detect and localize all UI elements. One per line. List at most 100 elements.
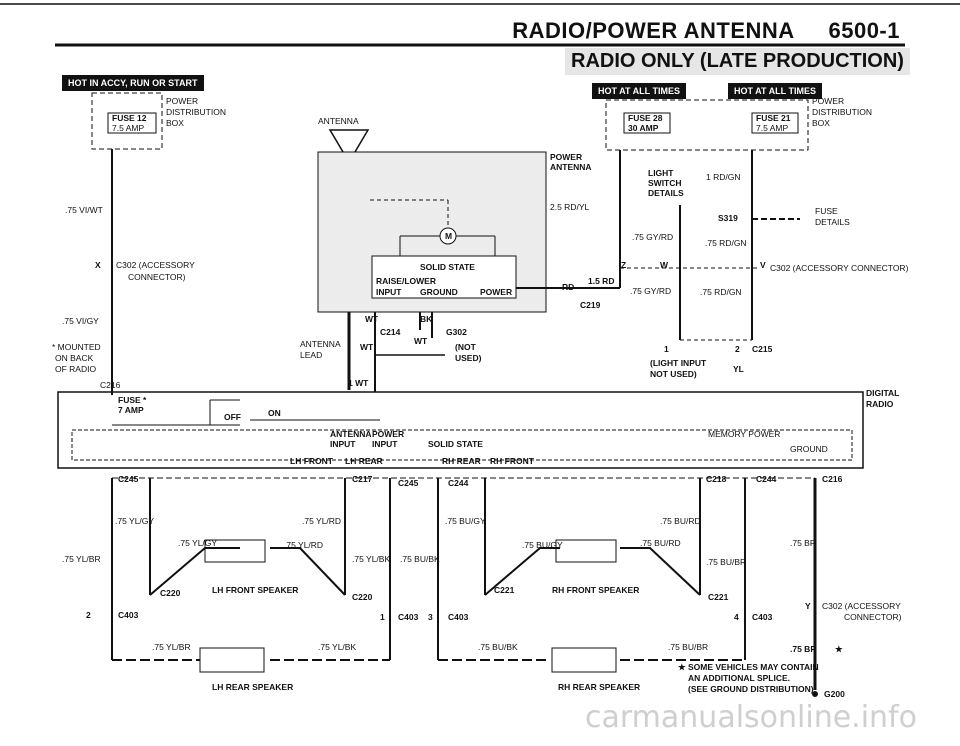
c302-label-b: C302 (ACCESSORY CONNECTOR) (770, 263, 909, 273)
fuse-21-symbol (751, 112, 799, 134)
c219-label: C219 (580, 300, 601, 310)
bk-label: BK (420, 314, 433, 324)
ground-label: GROUND (420, 287, 458, 297)
bubr-label: .75 BU/BR (706, 557, 746, 567)
motor-m: M (445, 231, 452, 241)
bugy-label: .75 BU/GY (445, 516, 486, 526)
page-header: RADIO/POWER ANTENNA 6500-1 (484, 18, 900, 44)
rhrear-label: RH REAR (442, 456, 481, 466)
ylbr-label-2: .75 YL/BR (152, 642, 191, 652)
fuse-28-symbol (623, 112, 671, 134)
antenna-lead-label-2: LEAD (300, 350, 322, 360)
light-switch-3: DETAILS (648, 188, 684, 198)
rd-gn-label-3: .75 RD/GN (700, 287, 742, 297)
hot-box-accy: HOT IN ACCY, RUN OR START (62, 75, 204, 91)
digital-label-1: DIGITAL (866, 388, 899, 398)
pin-1-c403: 1 (380, 612, 385, 622)
star-icon: ★ (835, 644, 844, 654)
ground-label-2: GROUND (790, 444, 828, 454)
lh-front-speaker-label: LH FRONT SPEAKER (212, 585, 298, 595)
c244-label-a: C244 (448, 478, 469, 488)
wt-label-3: WT (414, 336, 428, 346)
lhfront-label: LH FRONT (290, 456, 334, 466)
watermark: carmanualsonline.info (585, 700, 917, 735)
rh-rear-speaker-symbol (551, 647, 617, 673)
diagram-subtitle: RADIO ONLY (LATE PRODUCTION) (565, 48, 910, 75)
v-label: V (760, 260, 766, 270)
bubk-label-2: .75 BU/BK (478, 642, 518, 652)
rd-gn-label: 1 RD/GN (706, 172, 740, 182)
digital-label-2: RADIO (866, 399, 894, 409)
hot-box-always-2: HOT AT ALL TIMES (728, 83, 822, 99)
mounted-note-2: ON BACK (55, 353, 94, 363)
z-label: Z (621, 260, 626, 270)
solid-state-label: SOLID STATE (420, 262, 475, 272)
c221-label-b: C221 (708, 592, 729, 602)
c220-label: C220 (160, 588, 181, 598)
c216-label: C216 (100, 380, 121, 390)
c403-label-b: C403 (398, 612, 419, 622)
c217-label: C217 (352, 474, 373, 484)
c403-label-c: C403 (448, 612, 469, 622)
rd-label: RD (562, 282, 574, 292)
c302-label-a2: CONNECTOR) (128, 272, 186, 282)
not-used-2: USED) (455, 353, 482, 363)
pow-input-1: POWER (372, 429, 404, 439)
c220-label-b: C220 (352, 592, 373, 602)
c214-label: C214 (380, 327, 401, 337)
on-label: ON (268, 408, 281, 418)
page-number: 6500-1 (828, 18, 900, 43)
pin-2-c403: 2 (86, 610, 91, 620)
rhfront-label: RH FRONT (490, 456, 535, 466)
wt-label: WT (365, 314, 379, 324)
power-antenna-label-1: POWER (550, 152, 582, 162)
radio-fuse-amp: 7 AMP (118, 405, 144, 415)
g200-label: G200 (824, 689, 845, 699)
memory-label: MEMORY POWER (708, 429, 780, 439)
not-used-1: (NOT (455, 342, 477, 352)
raise-lower-label: RAISE/LOWER (376, 276, 436, 286)
br-label-2: .75 BR (790, 644, 816, 654)
w-label: W (660, 260, 669, 270)
antenna-label: ANTENNA (318, 116, 359, 126)
pdb-right-2: DISTRIBUTION (812, 107, 872, 117)
pin-3-c403: 3 (428, 612, 433, 622)
fuse-box-right (605, 99, 809, 151)
fuse-details-1: FUSE (815, 206, 838, 216)
pdb-right-1: POWER (812, 96, 844, 106)
wt1-label: 1 WT (348, 378, 369, 388)
pin-1: 1 (664, 344, 669, 354)
c216-label-b: C216 (822, 474, 843, 484)
burd-label: .75 BU/RD (660, 516, 701, 526)
radio-internal (71, 429, 853, 461)
bubk-label: .75 BU/BK (400, 554, 440, 564)
note-line-1: SOME VEHICLES MAY CONTAIN (688, 662, 819, 672)
input-label: INPUT (376, 287, 402, 297)
c302-label-a: C302 (ACCESSORY (116, 260, 195, 270)
light-switch-2: SWITCH (648, 178, 682, 188)
ylgy-label-2: .75 YL/GY (178, 538, 217, 548)
antenna-symbol (328, 129, 370, 164)
fuse-21-label: FUSE 21 (756, 113, 791, 123)
fuse-12-symbol (107, 112, 157, 134)
light-switch-1: LIGHT (648, 168, 674, 178)
burd-label-2: .75 BU/RD (640, 538, 681, 548)
c403-label-a: C403 (118, 610, 139, 620)
c403-label-d: C403 (752, 612, 773, 622)
wire-label-vi-wt: .75 VI/WT (65, 205, 103, 215)
c245-label-a: C245 (118, 474, 139, 484)
note-star-icon: ★ (678, 662, 687, 672)
g302-label: G302 (446, 327, 467, 337)
ylrd-label: .75 YL/RD (302, 516, 341, 526)
pdb-label-2: DISTRIBUTION (166, 107, 226, 117)
wt-label-2: WT (360, 342, 374, 352)
c244-label-b: C244 (756, 474, 777, 484)
mounted-note-1: * MOUNTED (52, 342, 101, 352)
rd-gn-label-2: .75 RD/GN (705, 238, 747, 248)
ant-input-1: ANTENNA (330, 429, 372, 439)
ylbk-label-2: .75 YL/BK (318, 642, 356, 652)
rh-front-speaker-symbol (555, 539, 617, 563)
radio-fuse-label: FUSE * (118, 395, 147, 405)
ylbk-label: .75 YL/BK (352, 554, 390, 564)
